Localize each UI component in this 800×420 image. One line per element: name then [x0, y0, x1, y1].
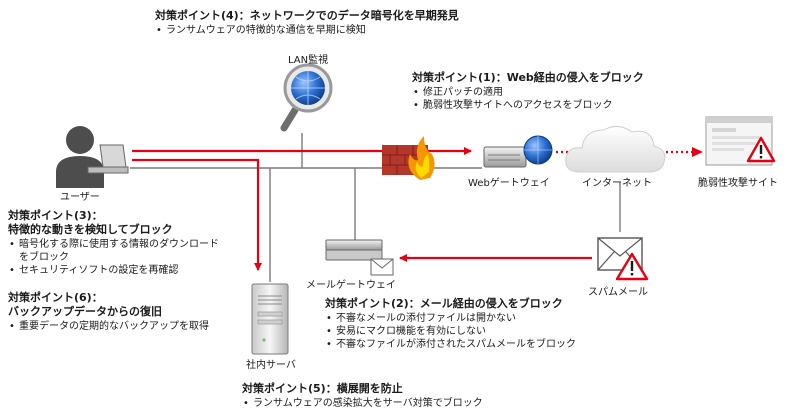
dotted-arrow-head [692, 147, 703, 157]
lan-monitor-label: LAN監視 [288, 55, 329, 66]
mail-gateway-label: メールゲートウェイ [306, 280, 396, 291]
magnifier-globe-icon [280, 63, 333, 132]
malicious-site-label: 脆弱性攻撃サイト [698, 178, 778, 189]
countermeasure-3-item: セキュリティソフトの設定を再確認 [8, 264, 219, 277]
envelope-icon [370, 258, 394, 276]
countermeasure-1: 対策ポイント(1)：Web経由の侵入をブロック 修正パッチの適用 脆弱性攻撃サイ… [412, 71, 644, 112]
fire-icon [408, 136, 435, 180]
countermeasure-2-item: 不審なメールの添付ファイルは開かない [325, 312, 576, 325]
countermeasure-3-subtitle: 特徴的な動きを検知してブロック [8, 223, 173, 236]
countermeasure-4-title: 対策ポイント(4)：ネットワークでのデータ暗号化を早期発見 [155, 9, 459, 22]
mail-gateway-device-icon [325, 239, 383, 261]
server-label: 社内サーバ [246, 360, 296, 371]
countermeasure-3: 対策ポイント(3)： 特徴的な動きを検知してブロック 暗号化する際に使用する情報… [8, 209, 219, 277]
countermeasure-6-subtitle: バックアップデータからの復旧 [8, 305, 162, 318]
rack-server-icon [251, 283, 289, 355]
countermeasure-3-item-continued: をブロック [19, 252, 69, 263]
server-attack-arrow [132, 158, 262, 271]
browser-window-icon [705, 116, 773, 166]
internet-label: インターネット [582, 178, 652, 189]
cloud-icon [565, 126, 666, 173]
laptop-icon [87, 144, 129, 174]
person-icon [56, 126, 104, 188]
countermeasure-5-item: ランサムウェアの感染拡大をサーバ対策でブロック [242, 397, 483, 410]
countermeasure-1-item: 脆弱性攻撃サイトへのアクセスをブロック [412, 99, 644, 112]
globe-icon [523, 135, 553, 165]
countermeasure-5-title: 対策ポイント(5)：横展開を防止 [242, 382, 403, 395]
router-icon [483, 146, 527, 168]
countermeasure-5: 対策ポイント(5)：横展開を防止 ランサムウェアの感染拡大をサーバ対策でブロック [242, 382, 483, 410]
countermeasure-4-item: ランサムウェアの特徴的な通信を早期に検知 [155, 24, 459, 37]
countermeasure-2-item: 不審なファイルが添付されたスパムメールをブロック [325, 338, 576, 351]
spam-warning-icon [615, 252, 649, 281]
user-label: ユーザー [60, 192, 100, 203]
countermeasure-4: 対策ポイント(4)：ネットワークでのデータ暗号化を早期発見 ランサムウェアの特徴… [155, 9, 459, 37]
countermeasure-6-item: 重要データの定期的なバックアップを取得 [8, 320, 209, 333]
warning-icon [746, 136, 776, 163]
spam-mail-label: スパムメール [588, 287, 648, 298]
countermeasure-6: 対策ポイント(6)： バックアップデータからの復旧 重要データの定期的なバックア… [8, 291, 209, 333]
countermeasure-2-title: 対策ポイント(2)：メール経由の侵入をブロック [325, 297, 563, 310]
countermeasure-2-item: 安易にマクロ機能を有効にしない [325, 325, 576, 338]
countermeasure-6-title: 対策ポイント(6)： [8, 291, 103, 304]
web-gateway-label: Webゲートウェイ [468, 178, 550, 189]
countermeasure-3-title: 対策ポイント(3)： [8, 209, 103, 222]
countermeasure-2: 対策ポイント(2)：メール経由の侵入をブロック 不審なメールの添付ファイルは開か… [325, 297, 576, 351]
countermeasure-3-item: 暗号化する際に使用する情報のダウンロード [8, 238, 219, 251]
countermeasure-1-title: 対策ポイント(1)：Web経由の侵入をブロック [412, 71, 644, 84]
countermeasure-1-item: 修正パッチの適用 [412, 86, 644, 99]
